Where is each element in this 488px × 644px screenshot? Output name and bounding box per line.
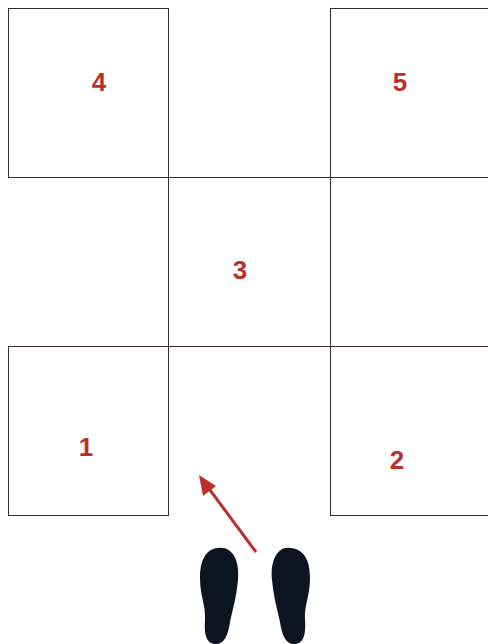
grid-cell: 5: [331, 9, 488, 177]
cell-number: 1: [79, 434, 93, 460]
cell-number: 4: [92, 69, 106, 95]
grid-cell: 3: [169, 178, 330, 346]
grid-cell: 1: [9, 347, 168, 515]
grid-lines: [8, 8, 488, 516]
footprints: [200, 548, 310, 644]
grid-cell: 2: [331, 347, 488, 515]
cell-number: 3: [233, 257, 247, 283]
cell-number: 5: [393, 69, 407, 95]
direction-arrow: [199, 475, 256, 552]
grid-cell: 4: [9, 9, 168, 177]
cell-number: 2: [390, 447, 404, 473]
